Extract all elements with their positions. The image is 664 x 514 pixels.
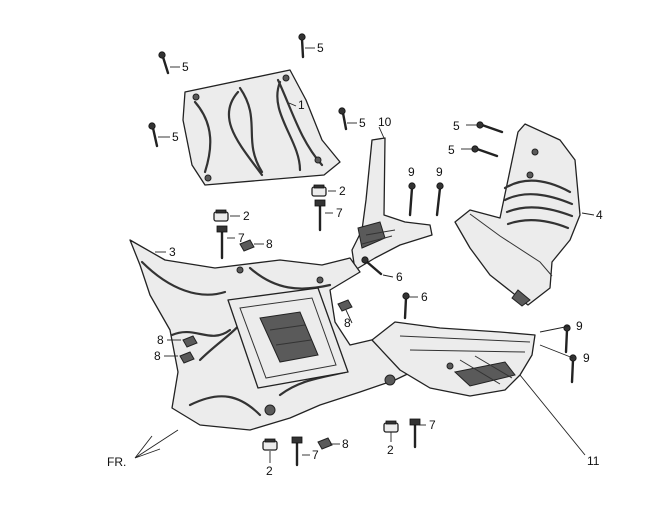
- screws-6: [361, 256, 410, 320]
- callout-numbers: 5 5 5 5 5 5 1 10 9 9 9 9 4 2 2 2 2 7 7 7…: [154, 41, 603, 478]
- callout-6: 6: [396, 270, 403, 284]
- callout-7: 7: [336, 206, 343, 220]
- callout-6: 6: [421, 290, 428, 304]
- callout-2: 2: [266, 464, 273, 478]
- callout-5: 5: [182, 60, 189, 74]
- callout-9: 9: [408, 165, 415, 179]
- callout-9: 9: [583, 351, 590, 365]
- callout-7: 7: [238, 231, 245, 245]
- callout-2: 2: [243, 209, 250, 223]
- callout-11: 11: [587, 454, 600, 468]
- callout-5: 5: [448, 143, 455, 157]
- screws-5: [148, 33, 504, 158]
- callout-10: 10: [378, 115, 392, 129]
- part-3-floor-panel: [129, 239, 421, 431]
- callout-7: 7: [312, 448, 319, 462]
- callout-7: 7: [429, 418, 436, 432]
- part-4-side-panel: [454, 123, 581, 307]
- callout-2: 2: [339, 184, 346, 198]
- callout-8: 8: [154, 349, 161, 363]
- part-1-top-cover: [182, 69, 341, 186]
- bolts-7: [216, 199, 421, 467]
- callout-8: 8: [266, 237, 273, 251]
- screws-9: [408, 182, 577, 384]
- callout-3: 3: [169, 245, 176, 259]
- clips-8: [179, 239, 353, 450]
- part-11-lower-fairing: [371, 321, 536, 397]
- callout-9: 9: [576, 319, 583, 333]
- callout-1: 1: [298, 98, 305, 112]
- callout-5: 5: [317, 41, 324, 55]
- leader-lines: [155, 47, 595, 463]
- callout-4: 4: [596, 208, 603, 222]
- grommets-2: [213, 184, 399, 451]
- callout-9: 9: [436, 165, 443, 179]
- callout-2: 2: [387, 443, 394, 457]
- callout-8: 8: [342, 437, 349, 451]
- callout-5: 5: [359, 116, 366, 130]
- callout-5: 5: [172, 130, 179, 144]
- part-10-inner-fairing: [351, 137, 433, 271]
- front-direction-marker: FR.: [107, 429, 179, 469]
- callout-8: 8: [157, 333, 164, 347]
- callout-8: 8: [344, 316, 351, 330]
- front-label: FR.: [107, 455, 126, 469]
- callout-5: 5: [453, 119, 460, 133]
